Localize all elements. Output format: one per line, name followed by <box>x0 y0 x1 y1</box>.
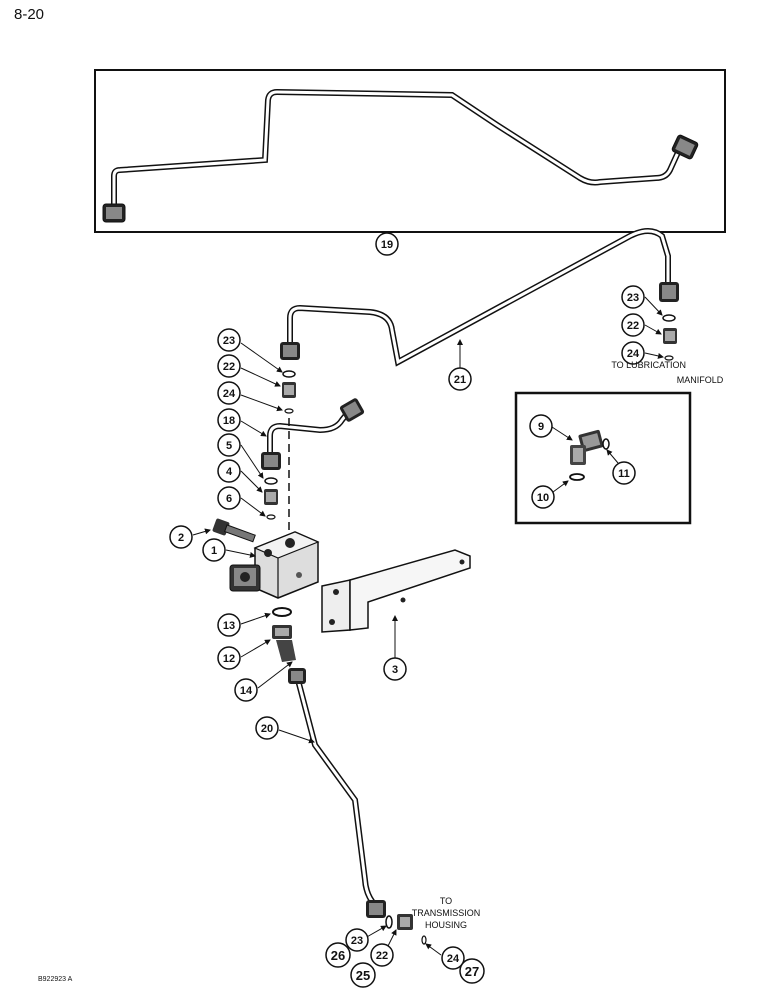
svg-text:24: 24 <box>223 388 236 400</box>
svg-text:3: 3 <box>392 664 398 676</box>
tube-19-nut-left <box>102 203 126 223</box>
svg-text:20: 20 <box>261 723 273 735</box>
fitting-stack-transmission <box>385 914 427 945</box>
callout-5: 5 <box>217 433 241 457</box>
svg-text:14: 14 <box>240 685 253 697</box>
bracket-3 <box>321 549 471 633</box>
callout-22-transmission: 22 <box>370 943 394 967</box>
callout-13: 13 <box>217 613 241 637</box>
tube-18-nut-top <box>339 398 365 422</box>
tube-19 <box>111 88 683 210</box>
callout-21: 21 <box>448 367 472 391</box>
note-lubrication-manifold: TO LUBRICATION MANIFOLD <box>611 360 723 385</box>
callout-24-lube: 24 <box>621 341 645 365</box>
callout-24-upper: 24 <box>217 381 241 405</box>
note-trans-line-1: TO <box>440 896 452 906</box>
callout-12: 12 <box>217 646 241 670</box>
tube-19-nut-right <box>671 134 699 160</box>
svg-text:24: 24 <box>447 953 460 965</box>
oring-11 <box>602 438 610 450</box>
callout-25: 25 <box>350 962 376 988</box>
note-trans-line-3: HOUSING <box>425 920 467 930</box>
svg-text:11: 11 <box>618 468 630 480</box>
svg-text:25: 25 <box>356 968 370 983</box>
svg-text:13: 13 <box>223 620 235 632</box>
oring-10 <box>569 473 585 481</box>
tube-20-nut-bottom <box>366 900 386 918</box>
elbow-fitting-12 <box>272 625 296 662</box>
callout-24-transmission: 24 <box>441 946 465 970</box>
callout-26: 26 <box>325 942 351 968</box>
callout-6: 6 <box>217 486 241 510</box>
callout-4: 4 <box>217 459 241 483</box>
callout-23-lube: 23 <box>621 285 645 309</box>
svg-text:23: 23 <box>223 335 235 347</box>
svg-text:27: 27 <box>465 964 479 979</box>
fitting-stack-upper <box>282 370 296 414</box>
callout-23-transmission: 23 <box>345 928 369 952</box>
callout-22-upper: 22 <box>217 354 241 378</box>
svg-text:22: 22 <box>223 361 235 373</box>
svg-text:2: 2 <box>178 532 184 544</box>
figure-code: B922923 A <box>38 976 73 983</box>
svg-text:1: 1 <box>211 545 217 557</box>
leader-lines <box>192 231 664 956</box>
svg-text:22: 22 <box>376 950 388 962</box>
svg-text:22: 22 <box>627 320 639 332</box>
svg-text:23: 23 <box>351 935 363 947</box>
note-trans-line-2: TRANSMISSION <box>412 908 481 918</box>
tube-18 <box>267 408 353 455</box>
note-lube-line-1: TO LUBRICATION <box>611 360 686 370</box>
svg-text:23: 23 <box>627 292 639 304</box>
valve-block-1 <box>229 531 320 599</box>
callout-2: 2 <box>169 525 193 549</box>
svg-text:12: 12 <box>223 653 235 665</box>
svg-text:4: 4 <box>226 466 233 478</box>
callout-20: 20 <box>255 716 279 740</box>
callout-9: 9 <box>529 414 553 438</box>
callout-27: 27 <box>459 958 485 984</box>
callout-23-upper: 23 <box>217 328 241 352</box>
svg-text:9: 9 <box>538 421 544 433</box>
callout-14: 14 <box>234 678 258 702</box>
oring-13 <box>272 607 292 617</box>
elbow-inset-frame <box>514 391 692 525</box>
bolt-2 <box>212 518 256 543</box>
tube-21-nut-left <box>280 342 300 360</box>
fitting-stack-middle <box>264 477 278 520</box>
svg-text:26: 26 <box>331 948 345 963</box>
tube-18-nut-bottom <box>261 452 281 470</box>
callout-10: 10 <box>531 485 555 509</box>
note-lube-line-2: MANIFOLD <box>677 375 724 385</box>
callout-19: 19 <box>375 232 399 256</box>
svg-text:19: 19 <box>381 239 393 251</box>
page-number: 8-20 <box>14 6 45 23</box>
tube-20 <box>295 679 378 908</box>
svg-text:5: 5 <box>226 440 232 452</box>
callout-3: 3 <box>383 657 407 681</box>
tube-inset-frame <box>94 69 726 233</box>
elbow-fitting-9 <box>570 429 604 465</box>
tube-21-nut-right <box>659 282 679 302</box>
svg-text:10: 10 <box>537 492 549 504</box>
callout-11: 11 <box>612 461 636 485</box>
svg-text:18: 18 <box>223 415 235 427</box>
svg-text:24: 24 <box>627 348 640 360</box>
note-transmission-housing: TO TRANSMISSION HOUSING <box>412 896 481 930</box>
callout-1: 1 <box>202 538 226 562</box>
fitting-stack-lube <box>662 314 677 361</box>
tube-21 <box>287 228 671 367</box>
tube-20-nut-top <box>288 668 306 684</box>
callout-18: 18 <box>217 408 241 432</box>
callout-22-lube: 22 <box>621 313 645 337</box>
svg-text:21: 21 <box>454 374 466 386</box>
svg-text:6: 6 <box>226 493 232 505</box>
